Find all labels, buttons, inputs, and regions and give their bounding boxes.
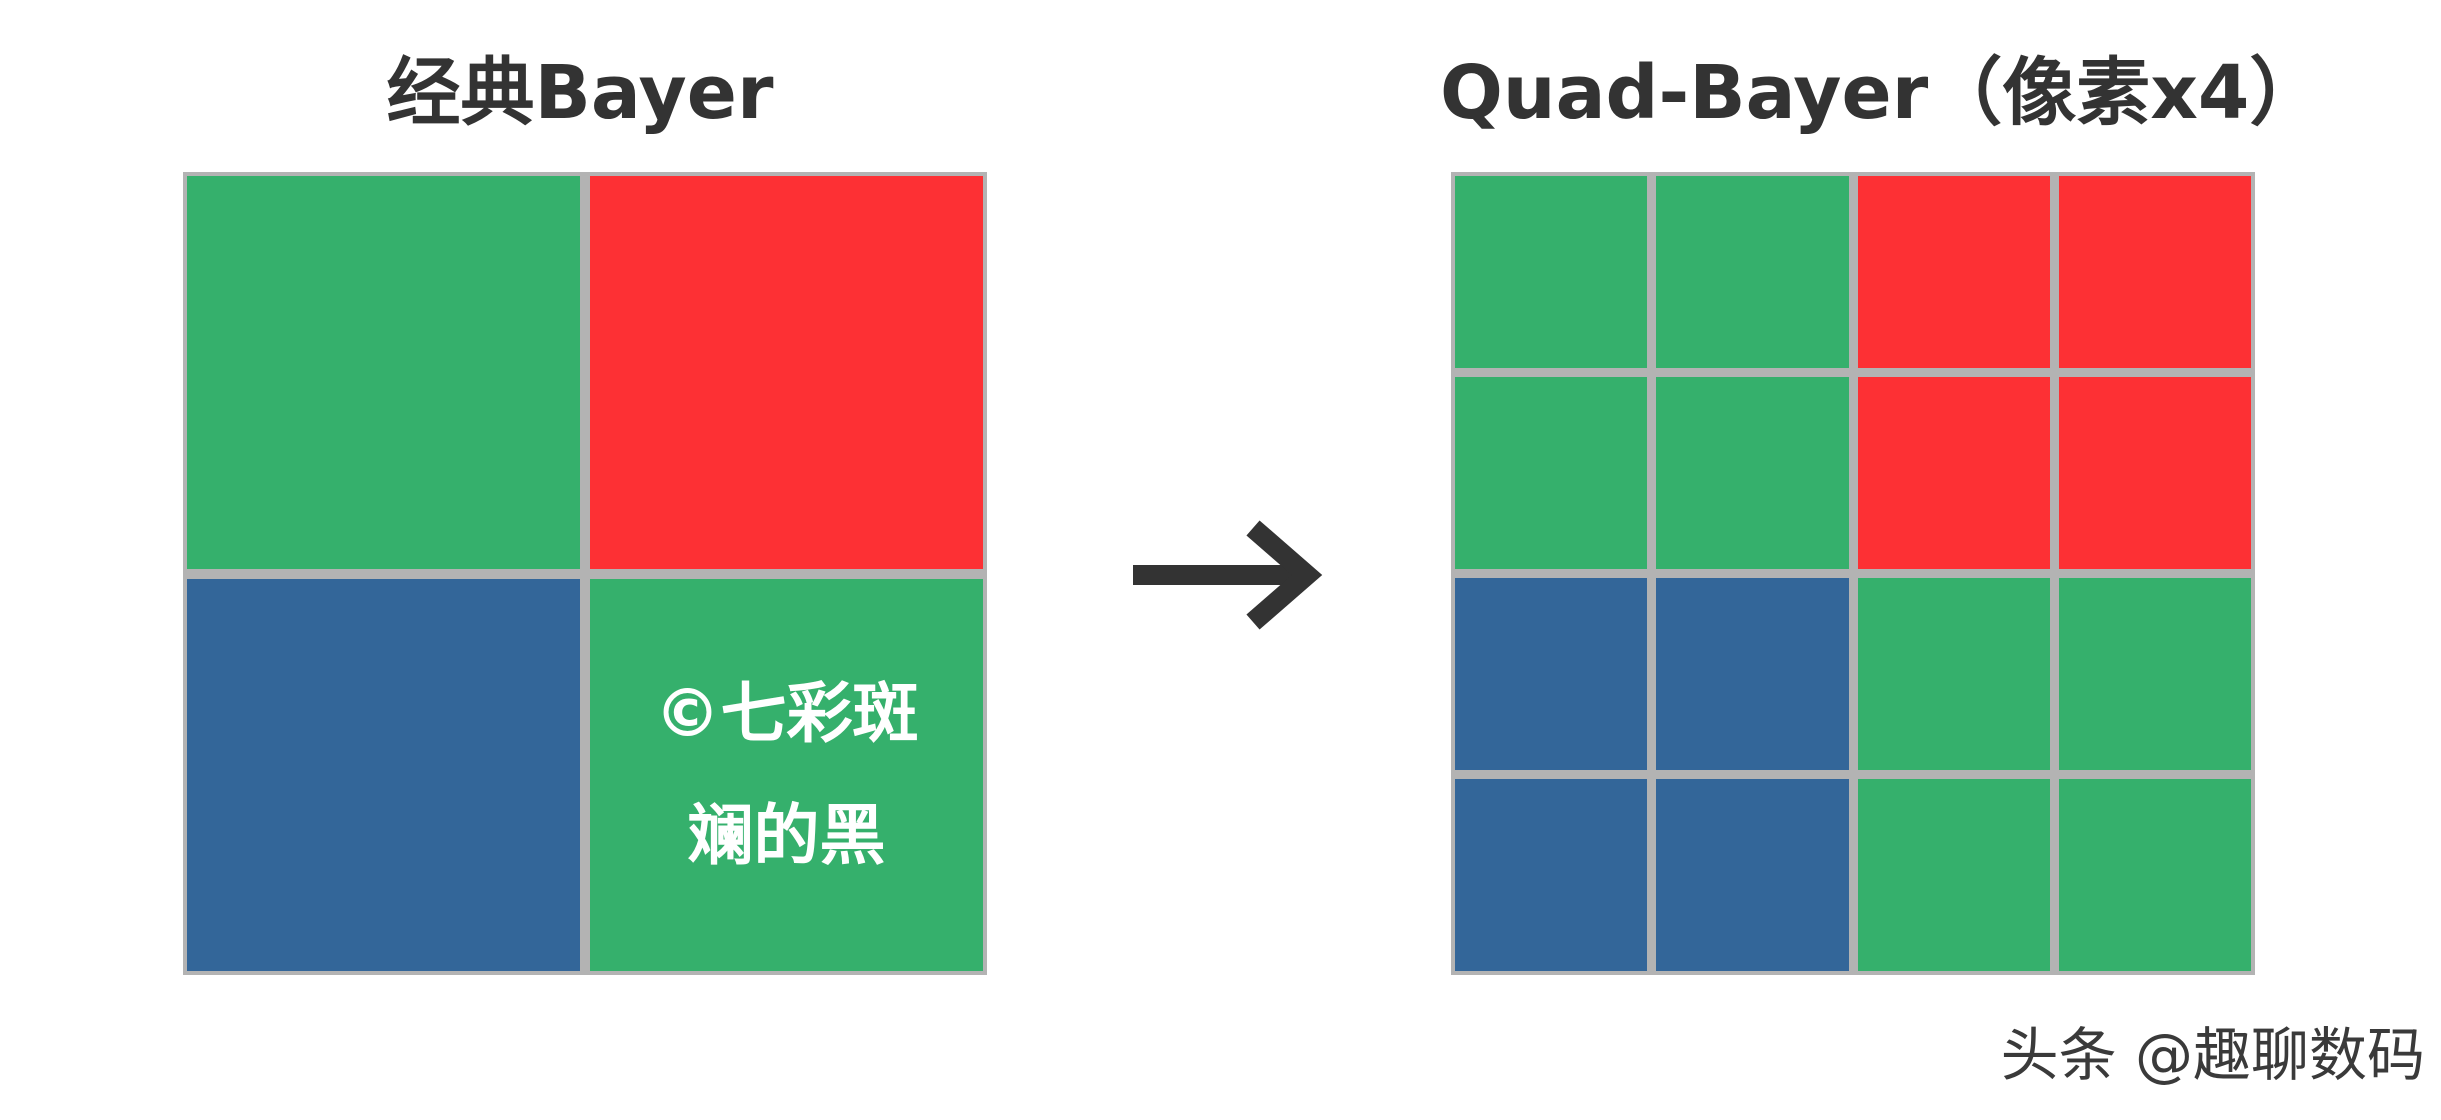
quad-bayer-cell xyxy=(1656,578,1849,770)
quad-bayer-cell xyxy=(1455,377,1648,569)
classic-bayer-grid: ©七彩斑斓的黑 xyxy=(183,172,987,975)
bayer-cell: ©七彩斑斓的黑 xyxy=(590,578,983,971)
watermark: 头条 @趣聊数码 xyxy=(2000,1021,2425,1089)
quad-bayer-cell xyxy=(2058,176,2251,368)
quad-bayer-title: Quad-Bayer（像素x4） xyxy=(1440,50,2324,136)
classic-bayer-title: 经典Bayer xyxy=(386,50,774,136)
quad-bayer-cell xyxy=(1857,779,2050,971)
right-arrow-icon xyxy=(1133,520,1323,630)
quad-bayer-cell xyxy=(1857,176,2050,368)
quad-bayer-cell xyxy=(2058,779,2251,971)
quad-bayer-cell xyxy=(1455,578,1648,770)
quad-bayer-grid xyxy=(1451,172,2255,975)
quad-bayer-cell xyxy=(1455,176,1648,368)
copyright-caption-line: 斓的黑 xyxy=(687,796,886,874)
quad-bayer-cell xyxy=(1857,377,2050,569)
bayer-cell xyxy=(590,176,983,569)
bayer-cell xyxy=(187,176,580,569)
copyright-caption-line: ©七彩斑 xyxy=(654,674,919,752)
quad-bayer-cell xyxy=(1857,578,2050,770)
quad-bayer-cell xyxy=(2058,377,2251,569)
quad-bayer-cell xyxy=(1656,377,1849,569)
quad-bayer-cell xyxy=(1656,779,1849,971)
quad-bayer-cell xyxy=(1455,779,1648,971)
bayer-cell xyxy=(187,578,580,971)
quad-bayer-cell xyxy=(2058,578,2251,770)
quad-bayer-cell xyxy=(1656,176,1849,368)
